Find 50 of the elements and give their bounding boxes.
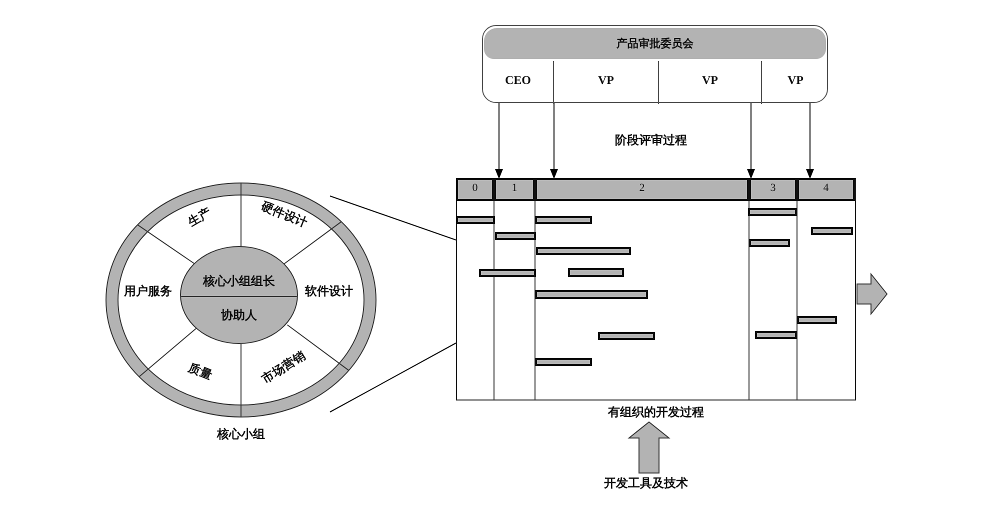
function-label: 用户服务	[123, 283, 173, 300]
phase-header	[494, 178, 535, 201]
task-bar	[755, 331, 797, 339]
node-label: 有组织的开发过程	[606, 404, 705, 421]
committee-title: 产品审批委员会	[484, 28, 826, 59]
arrow	[550, 102, 558, 179]
task-bar	[598, 332, 655, 340]
input-label: 开发工具及技术	[603, 475, 689, 492]
function-label: 软件设计	[304, 283, 354, 300]
task-bar	[797, 316, 837, 324]
task-bar	[811, 227, 853, 235]
member-label: VP	[786, 73, 804, 88]
member-label: VP	[701, 73, 719, 88]
phase-number: 4	[822, 182, 830, 194]
arrow	[747, 102, 755, 179]
zoom-line	[330, 342, 456, 412]
function-label: 市场营销	[258, 348, 309, 388]
task-bar	[749, 239, 790, 247]
task-bar	[536, 247, 631, 255]
task-bar	[535, 358, 592, 366]
block-arrow	[856, 272, 888, 316]
member-label: VP	[597, 73, 615, 88]
phase-number: 2	[638, 182, 646, 194]
task-bar	[748, 208, 797, 216]
arrow	[806, 102, 814, 179]
phase-header	[456, 178, 494, 201]
phase-number: 3	[769, 182, 777, 194]
committee-panel	[482, 25, 828, 103]
role-label: 核心小组组长	[202, 273, 276, 290]
function-label: 质量	[186, 359, 216, 384]
zoom-line	[330, 196, 456, 240]
function-label: 生产	[184, 204, 214, 232]
role-label: 协助人	[220, 307, 258, 324]
phase-header	[749, 178, 797, 201]
phase-header	[797, 178, 855, 201]
phase-number: 1	[510, 182, 518, 194]
stage-review-label: 阶段评审过程	[614, 132, 688, 149]
block-arrow	[628, 421, 670, 474]
task-bar	[535, 216, 592, 224]
arrow	[495, 102, 503, 179]
node-label: 核心小组	[216, 426, 266, 443]
function-label: 硬件设计	[258, 198, 310, 232]
phase-header	[535, 178, 749, 201]
task-bar	[456, 216, 495, 224]
member-label: CEO	[504, 73, 532, 88]
task-bar	[495, 232, 536, 240]
task-bar	[479, 269, 536, 277]
phase-number: 0	[471, 182, 479, 194]
task-bar	[535, 290, 648, 299]
task-bar	[568, 268, 624, 277]
